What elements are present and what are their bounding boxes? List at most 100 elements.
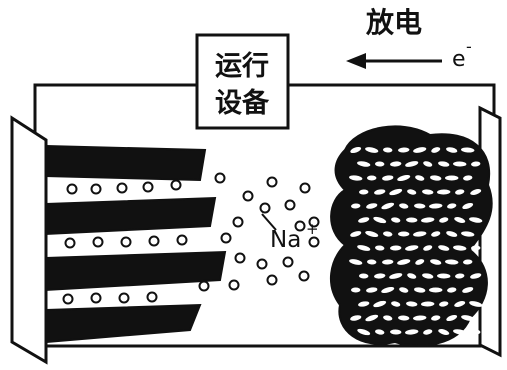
pore xyxy=(430,259,442,265)
pore xyxy=(413,315,427,321)
porous-electrode xyxy=(329,125,493,347)
pore xyxy=(439,301,449,307)
sodium-pointer xyxy=(261,213,277,231)
pore xyxy=(469,217,483,223)
pore xyxy=(422,273,434,279)
pore xyxy=(471,161,481,167)
pore xyxy=(414,287,426,293)
pore xyxy=(398,147,410,153)
pore xyxy=(415,175,425,181)
pore xyxy=(414,203,426,209)
sodium-ion xyxy=(259,202,271,214)
pore xyxy=(381,202,395,210)
discharge-label: 放电 xyxy=(365,6,422,39)
pore xyxy=(462,202,474,210)
pore xyxy=(391,217,401,223)
pore xyxy=(470,273,482,279)
pore xyxy=(359,273,369,279)
sodium-ion xyxy=(299,182,311,194)
pore xyxy=(454,301,466,307)
pore xyxy=(453,161,467,167)
pore xyxy=(421,217,435,223)
sodium-sign: + xyxy=(306,220,319,238)
pore xyxy=(398,231,410,237)
pore xyxy=(446,314,458,322)
pore xyxy=(421,301,435,307)
pore xyxy=(471,329,481,335)
pore xyxy=(470,189,482,195)
sodium-ion xyxy=(242,190,254,202)
left-electrode-plate xyxy=(10,115,48,365)
pore xyxy=(438,329,450,335)
pore xyxy=(399,287,409,293)
sodium-ion xyxy=(214,172,226,184)
pore xyxy=(461,147,475,153)
electrode-layer xyxy=(45,196,217,236)
pore xyxy=(406,217,418,223)
sodium-ion xyxy=(90,183,102,195)
sodium-ion xyxy=(62,293,74,305)
pore xyxy=(358,217,370,223)
sodium-ion xyxy=(298,270,310,282)
sodium-ion xyxy=(198,280,210,292)
pore xyxy=(469,301,483,307)
pore xyxy=(350,315,362,321)
pore xyxy=(375,329,385,335)
pore xyxy=(357,161,371,167)
electron-sign: - xyxy=(466,37,472,56)
pore xyxy=(397,174,411,182)
pore xyxy=(471,245,481,251)
pore xyxy=(349,259,363,265)
pore xyxy=(453,245,467,251)
sodium-label: Na xyxy=(270,227,301,253)
pore xyxy=(365,230,379,238)
pore xyxy=(390,245,402,251)
pore xyxy=(357,245,371,251)
pore xyxy=(375,245,385,251)
electrode-layer xyxy=(45,303,202,344)
sodium-ion xyxy=(146,291,158,303)
pore xyxy=(437,273,451,279)
pore xyxy=(423,245,433,251)
electrode-layer xyxy=(45,250,227,292)
pore xyxy=(431,231,441,237)
pore xyxy=(430,175,442,181)
pore xyxy=(429,203,443,209)
pore xyxy=(447,203,457,209)
electrode-layer xyxy=(45,144,207,182)
pore xyxy=(349,175,363,181)
pore xyxy=(462,287,474,293)
pore xyxy=(351,287,361,293)
pore xyxy=(463,259,473,265)
pore xyxy=(461,315,475,321)
pore xyxy=(375,161,385,167)
sodium-ion xyxy=(266,176,278,188)
device-label-line1: 运行 xyxy=(215,50,269,82)
pore xyxy=(366,203,378,209)
electron-arrow-head xyxy=(346,53,366,69)
pore xyxy=(366,287,378,293)
pore xyxy=(453,329,467,335)
sodium-ion xyxy=(282,256,294,268)
sodium-ion xyxy=(148,235,160,247)
sodium-ion xyxy=(308,216,320,228)
pore xyxy=(351,203,361,209)
pore xyxy=(415,259,425,265)
sodium-ion xyxy=(64,237,76,249)
device-box xyxy=(195,33,290,130)
sodium-ion xyxy=(294,220,306,232)
pore xyxy=(446,231,458,237)
pore xyxy=(367,175,377,181)
pore xyxy=(437,189,451,195)
pore xyxy=(383,231,393,237)
pore xyxy=(373,300,387,308)
sodium-ion xyxy=(142,181,154,193)
sodium-ion xyxy=(170,179,182,191)
sodium-ion xyxy=(120,236,132,248)
sodium-ion xyxy=(92,236,104,248)
sodium-ion xyxy=(118,292,130,304)
pore xyxy=(382,259,394,265)
sodium-ion xyxy=(234,252,246,264)
pore xyxy=(446,147,458,153)
